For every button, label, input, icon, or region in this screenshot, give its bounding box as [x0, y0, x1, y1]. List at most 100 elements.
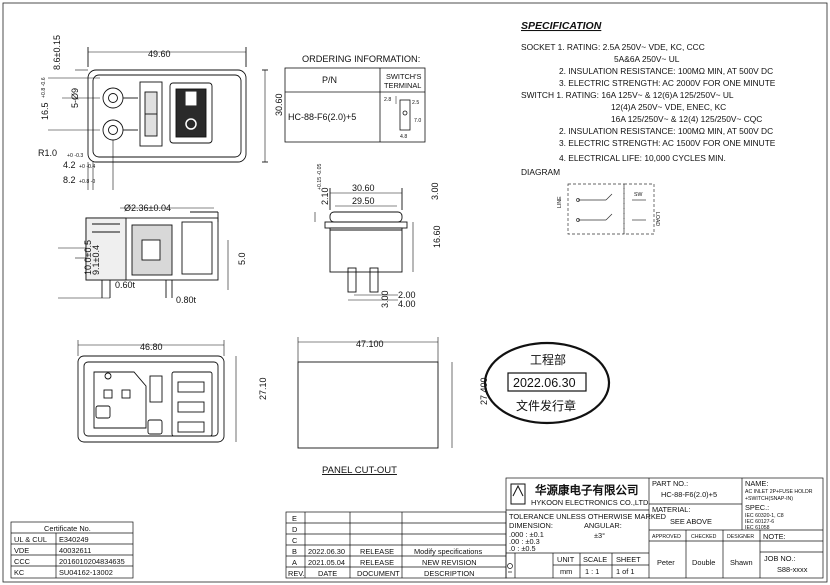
rev-header: DOCUMENT	[357, 569, 400, 578]
tolerance-row: .00 : ±0.3	[509, 537, 540, 546]
rev-header: DATE	[318, 569, 337, 578]
spec-line: 5A&6A 250V~ UL	[614, 54, 680, 64]
dim-side-t1: 0.60t	[115, 280, 136, 290]
dim-hole-dia: Ø2.36±0.04	[124, 203, 171, 213]
designer-name: Shawn	[730, 558, 753, 567]
job-no-label: JOB NO.:	[764, 554, 796, 563]
tolerance-row: .0 : ±0.5	[509, 544, 536, 553]
dim-side-h1: 10.0±0.5	[83, 240, 93, 275]
rev-desc: NEW REVISION	[422, 558, 477, 567]
spec-line: 12(4)A 250V~ VDE, ENEC, KC	[611, 102, 726, 112]
spec-std: IEC 61058	[745, 525, 770, 531]
dim-top-side-b: 16.5	[40, 102, 50, 120]
release-stamp	[483, 341, 611, 425]
certificate-table	[10, 521, 134, 579]
dim-8-2: 8.2	[63, 175, 76, 185]
dim-side-h3: 5.0	[237, 252, 247, 265]
name-line-2: +SWITCH(SNAP-IN)	[745, 496, 793, 502]
dim-sw-top: 2.10	[320, 187, 330, 205]
dim-top-height: 30.60	[274, 93, 284, 116]
ordering-title: ORDERING INFORMATION:	[302, 54, 420, 64]
angular-value: ±3°	[594, 531, 605, 540]
spec-std: IEC 60127-6	[745, 519, 774, 525]
spec-line: 16A 125/250V~ & 12(4) 125/250V~ CQC	[611, 114, 762, 124]
ordering-table	[284, 67, 426, 143]
diagram-sw-label: SW	[634, 192, 642, 198]
ordering-pn: HC-88-F6(2.0)+5	[288, 112, 356, 122]
term-dim-1: 2.8	[384, 97, 391, 103]
diagram-label: DIAGRAM	[521, 167, 560, 177]
dim-side-h2: 9.1±0.4	[91, 245, 101, 275]
unit-label: UNIT	[557, 555, 575, 564]
circuit-diagram	[567, 183, 655, 235]
scale-label: SCALE	[583, 555, 607, 564]
company-en: HYKOON ELECTRONICS CO.,LTD	[531, 498, 648, 507]
diagram-load-label: LOAD	[654, 212, 660, 226]
ordering-col-pn: P/N	[322, 75, 337, 85]
rev-desc: Modify specifications	[414, 547, 482, 556]
name-line-1: AC INLET 2P+FUSE HOLDR	[745, 489, 813, 495]
dim-sw-b1: 2.00	[398, 290, 416, 300]
rev-header: REV.	[288, 569, 305, 578]
front-view	[77, 340, 237, 443]
cert-number: SU04162-13002	[59, 568, 113, 577]
dim-sw-h2: 16.60	[432, 225, 442, 248]
dim-8-2-tol: +0.8 -0	[79, 179, 95, 185]
tolerance-row: .000 : ±0.1	[509, 530, 544, 539]
spec-line: 4. ELECTRICAL LIFE: 10,000 CYCLES MIN.	[559, 153, 726, 163]
spec-line: SWITCH 1. RATING: 16A 125V~ & 12(6)A 125…	[521, 90, 734, 100]
dim-4-2-tol: +0 -0.4	[79, 164, 95, 170]
spec-label: SPEC.:	[745, 503, 769, 512]
cert-number: 40032611	[59, 546, 91, 555]
rev-header: DESCRIPTION	[424, 569, 475, 578]
term-dim-4: 4.8	[400, 134, 407, 140]
rev-letter: D	[292, 525, 297, 534]
dim-front-w: 46.80	[140, 342, 163, 352]
checked-name: Double	[692, 558, 715, 567]
tolerance-line-2: DIMENSION:	[509, 521, 553, 530]
spec-line: 3. ELECTRIC STRENGTH: AC 2000V FOR ONE M…	[559, 78, 776, 88]
cert-number: E340249	[59, 535, 89, 544]
spec-line: 2. INSULATION RESISTANCE: 100MΩ MIN, AT …	[559, 66, 773, 76]
name-label: NAME:	[745, 479, 768, 488]
cert-agency: CCC	[14, 557, 31, 566]
designer-label: DESIGNER	[727, 534, 754, 540]
rev-date: 2021.05.04	[308, 558, 345, 567]
ordering-col-terminal-1: SWITCH'S	[386, 72, 422, 81]
tolerance-angular: ANGULAR:	[584, 521, 622, 530]
unit-value: mm	[560, 567, 572, 576]
job-no-value: S88-xxxx	[777, 565, 808, 574]
dim-panel-w: 47.100	[356, 339, 384, 349]
term-dim-2: 2.5	[412, 100, 419, 106]
dim-panel-h: 27.400	[479, 377, 489, 405]
spec-line: 3. ELECTRIC STRENGTH: AC 1500V FOR ONE M…	[559, 138, 776, 148]
dim-top-width: 49.60	[148, 49, 171, 59]
dim-sw-top-tol: +0.15 -0.05	[317, 163, 323, 190]
dim-top-side-b-tol: +0.8 -0.6	[41, 77, 47, 98]
cert-agency: VDE	[14, 546, 29, 555]
material-label: MATERIAL:	[652, 505, 690, 514]
cert-agency: KC	[14, 568, 25, 577]
rev-letter: C	[292, 536, 298, 545]
checked-label: CHECKED	[691, 534, 717, 540]
title-block	[505, 477, 824, 579]
dim-sw-b3: 4.00	[398, 299, 416, 309]
spec-std: IEC 60320-1, C8	[745, 513, 784, 519]
stamp-top: 工程部	[530, 352, 566, 367]
dim-side-t2: 0.80t	[176, 295, 197, 305]
dim-sw-b2: 3.00	[380, 290, 390, 308]
top-view	[48, 47, 268, 190]
note-label: NOTE:	[763, 532, 786, 541]
part-no-label: PART NO.:	[652, 479, 688, 488]
rev-doc: RELEASE	[360, 558, 394, 567]
certificate-header: Certificate No.	[44, 524, 91, 533]
dim-sw-w1: 30.60	[352, 183, 375, 193]
panel-cutout	[297, 337, 453, 449]
dim-top-side-c: 5-Ø9	[70, 88, 80, 108]
rev-letter: E	[292, 514, 297, 523]
rev-date: 2022.06.30	[308, 547, 345, 556]
cert-agency: UL & CUL	[14, 535, 47, 544]
spec-line: 2. INSULATION RESISTANCE: 100MΩ MIN, AT …	[559, 126, 773, 136]
